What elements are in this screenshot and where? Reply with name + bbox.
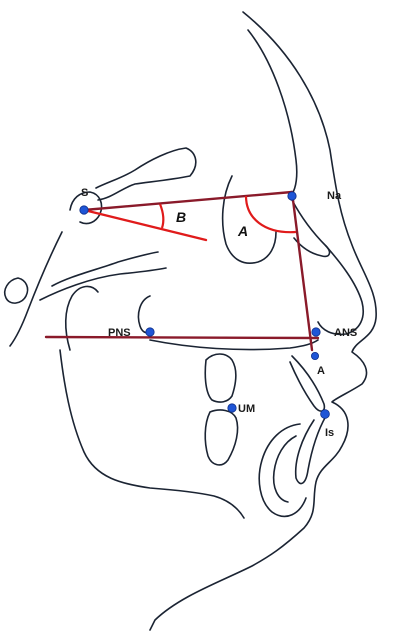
chin-inner xyxy=(272,435,297,503)
angle-a-label: A xyxy=(237,223,248,239)
reference-lines xyxy=(44,190,320,352)
upper-molar xyxy=(204,353,237,403)
landmark-na-dot xyxy=(287,191,297,201)
angle-b-ray xyxy=(82,208,208,242)
landmark-ans-label: ANS xyxy=(334,327,357,339)
mandible xyxy=(59,349,245,519)
soft-tissue-profile xyxy=(149,11,377,631)
condyle xyxy=(64,285,99,351)
angle-a-arc xyxy=(244,195,297,234)
chin-symphysis xyxy=(258,423,307,518)
lower-incisor xyxy=(294,415,327,485)
ramus-back xyxy=(51,251,159,287)
angle-b-label: B xyxy=(176,209,186,225)
nose-profile xyxy=(317,245,364,336)
landmark-um-dot xyxy=(227,403,237,413)
sella-turcica xyxy=(69,191,103,225)
angle-markings xyxy=(82,195,297,242)
pterygoid-plate xyxy=(137,295,151,334)
landmark-a-label: A xyxy=(317,365,325,377)
nasion-a-point-line xyxy=(290,190,314,352)
landmark-dots xyxy=(79,191,330,419)
sella-nasion-line xyxy=(82,190,294,212)
ramus-front xyxy=(39,267,167,301)
landmark-s-dot xyxy=(79,205,89,215)
mastoid xyxy=(3,277,29,304)
nasal-bone xyxy=(291,199,331,258)
landmark-um-label: UM xyxy=(238,403,255,415)
orbit xyxy=(221,175,277,264)
cranial-base xyxy=(95,147,197,201)
skull-back xyxy=(9,231,63,347)
palate-lower xyxy=(149,339,319,351)
landmark-is-dot xyxy=(320,409,330,419)
landmark-ans-dot xyxy=(311,327,321,337)
skull-outline xyxy=(3,11,377,631)
lower-molar xyxy=(204,409,239,466)
angle-b-arc xyxy=(158,203,165,229)
landmark-labels: S Na PNS ANS A UM Is xyxy=(81,187,357,439)
landmark-a-dot xyxy=(310,351,319,360)
frontal-bone xyxy=(247,29,298,195)
landmark-s-label: S xyxy=(81,187,88,199)
landmark-na-label: Na xyxy=(327,190,342,202)
landmark-pns-dot xyxy=(145,327,155,337)
landmark-is-label: Is xyxy=(325,427,334,439)
landmark-pns-label: PNS xyxy=(108,327,131,339)
palatal-plane-line xyxy=(44,335,320,340)
